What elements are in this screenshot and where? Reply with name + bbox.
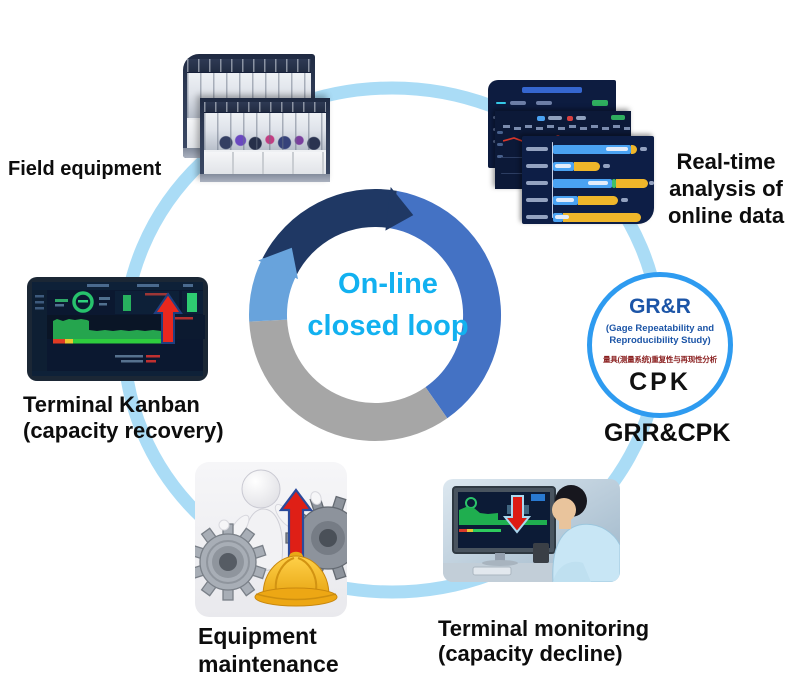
terminal-kanban-image <box>27 277 208 381</box>
equipment-maintenance-image <box>195 462 347 617</box>
bar-label <box>526 147 548 151</box>
bar-label <box>526 181 548 185</box>
axis-label <box>497 155 503 158</box>
machine-glass <box>203 112 327 152</box>
legend-chip-red <box>567 116 573 121</box>
grr-subtitle-line1: (Gage Repeatability and <box>605 323 715 334</box>
machine-roof <box>203 102 327 113</box>
axis-line <box>552 142 553 218</box>
legend-text <box>536 101 552 105</box>
center-title: On-line closed loop <box>272 263 504 347</box>
ring-arrow-navy <box>385 187 414 231</box>
center-title-line1: On-line <box>338 268 438 300</box>
realtime-analysis-label: Real-time analysis of online data <box>650 148 800 229</box>
figure-hand <box>310 491 322 505</box>
center-title-line2: closed loop <box>307 310 469 342</box>
gear-icon <box>195 523 267 601</box>
ring-segment-gray <box>249 319 448 441</box>
ring-arrow-lightblue <box>258 247 298 280</box>
green-area-chart <box>53 319 167 339</box>
green-badge <box>611 115 625 120</box>
grr-chinese-text: 量具(测量系统)重复性与再现性分析 <box>602 355 718 364</box>
legend-mark <box>496 102 506 104</box>
bar-blue <box>553 179 612 188</box>
field-equipment-image-front <box>200 98 330 182</box>
terminal-monitoring-image <box>443 479 620 582</box>
equipment-maintenance-line1: Equipment <box>198 623 317 649</box>
bar-value <box>621 198 628 202</box>
ring-segment-navy <box>261 188 397 277</box>
dashboard-title-text <box>522 87 582 93</box>
machine-roof <box>186 59 312 72</box>
grr-subtitle: (Gage Repeatability and Reproducibility … <box>592 323 728 347</box>
grr-cpk-caption: GRR&CPK <box>604 419 731 447</box>
bar-value <box>640 147 647 151</box>
legend-text <box>548 116 562 120</box>
realtime-line3: online data <box>667 203 785 228</box>
bar-yellow <box>563 213 641 222</box>
maintenance-scene <box>195 469 347 607</box>
person-arm <box>553 561 591 582</box>
realtime-line2: analysis of <box>669 176 783 201</box>
machine-floor <box>200 173 330 182</box>
figure-head <box>241 469 281 509</box>
bar-blue <box>553 145 631 154</box>
figure-hand <box>218 519 230 531</box>
dashboard-front <box>522 136 654 224</box>
cpk-text: CPK <box>629 368 691 396</box>
person-head <box>552 498 576 522</box>
legend-chip-blue <box>537 116 545 121</box>
hard-hat-icon <box>254 551 338 607</box>
bar-yellow <box>578 196 618 205</box>
terminal-monitoring-line1: Terminal monitoring <box>438 616 650 641</box>
bar-text <box>556 198 574 202</box>
bar-text <box>555 164 571 168</box>
legend-text <box>576 116 586 120</box>
bar-text <box>606 147 628 151</box>
bar-label <box>526 198 548 202</box>
gauge-ring <box>72 291 94 313</box>
terminal-monitoring-line2: (capacity decline) <box>438 641 623 666</box>
bar-value <box>603 164 610 168</box>
field-equipment-label: Field equipment <box>8 158 162 180</box>
ring-segment-blue <box>390 190 502 419</box>
terminal-monitoring-label: Terminal monitoring (capacity decline) <box>438 616 649 666</box>
up-arrow <box>153 292 183 344</box>
legend-text <box>510 101 526 105</box>
bar-label <box>526 164 548 168</box>
kanban-scene <box>32 282 205 376</box>
down-arrow <box>502 495 532 534</box>
grr-cpk-badge: GR&R (Gage Repeatability and Reproducibi… <box>587 272 733 418</box>
axis-label <box>497 131 503 134</box>
keyboard <box>472 566 512 576</box>
axis-label <box>497 143 503 146</box>
grr-heading: GR&R <box>629 295 691 318</box>
grr-subtitle-line2: Reproducibility Study) <box>609 335 711 346</box>
terminal-kanban-label: Terminal Kanban (capacity recovery) <box>23 392 224 444</box>
bar-green <box>612 179 616 188</box>
ring-segment-lightblue <box>249 257 297 322</box>
monitoring-scene <box>443 479 620 582</box>
bar-yellow <box>631 145 637 154</box>
bar-label <box>526 215 548 219</box>
bar-yellow <box>574 162 600 171</box>
bar-text <box>555 215 569 219</box>
device <box>533 543 549 563</box>
equipment-maintenance-label: Equipment maintenance <box>198 622 339 678</box>
machine-base <box>203 150 327 176</box>
equipment-maintenance-line2: maintenance <box>198 651 339 677</box>
bar-value <box>649 181 654 185</box>
bar-text <box>588 181 608 185</box>
bar-yellow <box>616 179 648 188</box>
realtime-line1: Real-time <box>676 149 776 174</box>
green-badge <box>592 100 608 106</box>
terminal-kanban-line1: Terminal Kanban <box>23 392 200 417</box>
terminal-kanban-line2: (capacity recovery) <box>23 418 224 443</box>
